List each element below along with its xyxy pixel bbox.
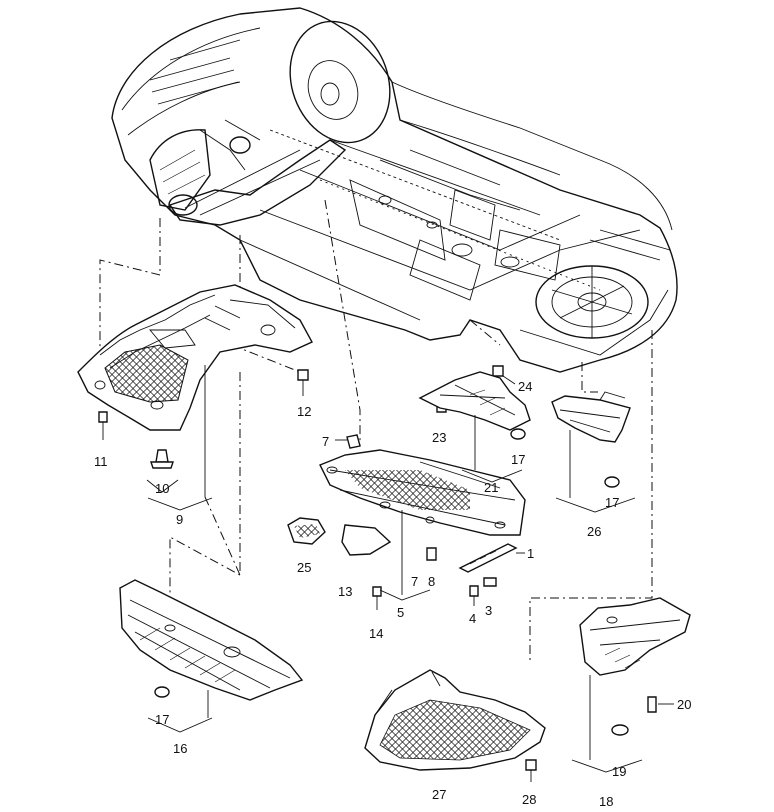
rear-shield-part-26	[551, 391, 631, 443]
callout-brackets	[146, 365, 674, 773]
part-number-labels: 1 3 4 5 7 7 8 9 10 11 12 13 14 16 17 17 …	[94, 379, 691, 809]
fastener-parts	[98, 365, 657, 782]
label-7-top: 7	[322, 434, 329, 449]
side-panel-part-16	[119, 579, 304, 701]
label-4: 4	[469, 611, 476, 626]
front-undertray-part-9	[77, 284, 313, 431]
label-17-panel-16: 17	[155, 712, 169, 727]
label-26: 26	[587, 524, 601, 539]
label-7-bottom: 7	[411, 574, 418, 589]
label-27: 27	[432, 787, 446, 802]
label-3: 3	[485, 603, 492, 618]
label-12: 12	[297, 404, 311, 419]
label-1: 1	[527, 546, 534, 561]
label-10: 10	[155, 481, 169, 496]
label-13: 13	[338, 584, 352, 599]
bracket-part-21	[418, 371, 531, 431]
label-11: 11	[94, 454, 108, 469]
label-20: 20	[677, 697, 691, 712]
vehicle-underbody	[111, 7, 678, 373]
label-21: 21	[484, 480, 498, 495]
label-17-bracket-26: 17	[605, 495, 619, 510]
rear-side-shield-part-18	[579, 597, 691, 676]
central-undertray-part-5	[319, 449, 526, 536]
label-28: 28	[522, 792, 536, 807]
label-18: 18	[599, 794, 613, 809]
label-17-bracket-21: 17	[511, 452, 525, 467]
label-25: 25	[297, 560, 311, 575]
label-16: 16	[173, 741, 187, 756]
label-5: 5	[397, 605, 404, 620]
label-23: 23	[432, 430, 446, 445]
label-8: 8	[428, 574, 435, 589]
label-9: 9	[176, 512, 183, 527]
rear-undertray-part-27	[364, 669, 546, 771]
label-24: 24	[518, 379, 532, 394]
label-19: 19	[612, 764, 626, 779]
label-14: 14	[369, 626, 383, 641]
